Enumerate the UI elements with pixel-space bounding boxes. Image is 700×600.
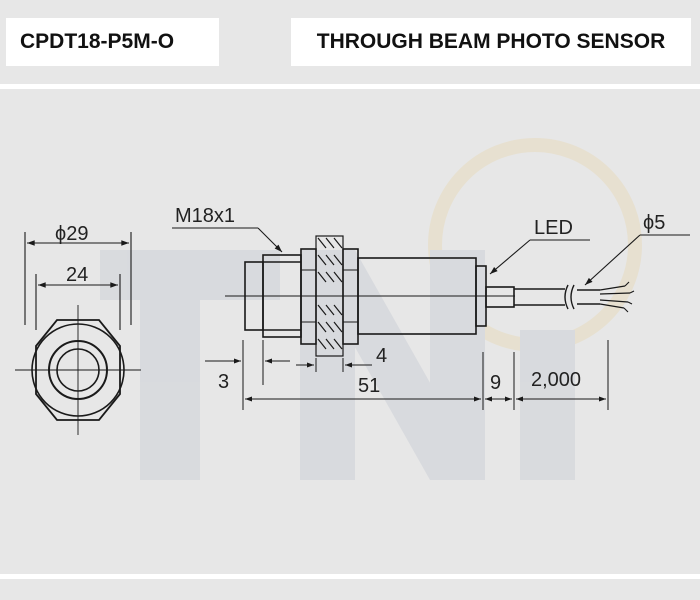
dim-3-label: 3 bbox=[218, 371, 229, 393]
title-label: THROUGH BEAM PHOTO SENSOR bbox=[291, 18, 691, 66]
cable-diameter-label: ϕ5 bbox=[643, 212, 665, 234]
top-divider bbox=[0, 84, 700, 89]
watermark bbox=[100, 138, 642, 480]
led-label: LED bbox=[534, 217, 573, 239]
model-label: CPDT18-P5M-O bbox=[6, 18, 219, 66]
thread-label: M18x1 bbox=[175, 205, 235, 227]
dim-51-label: 51 bbox=[358, 375, 380, 397]
model-text: CPDT18-P5M-O bbox=[20, 30, 175, 53]
dim-4-label: 4 bbox=[376, 345, 387, 367]
dim-9-label: 9 bbox=[490, 372, 501, 394]
front-view bbox=[15, 232, 141, 435]
bottom-divider bbox=[0, 574, 700, 579]
hex24-label: 24 bbox=[66, 264, 88, 286]
header-bar: CPDT18-P5M-O THROUGH BEAM PHOTO SENSOR bbox=[0, 0, 700, 82]
title-text: THROUGH BEAM PHOTO SENSOR bbox=[316, 30, 666, 53]
phi29-label: ϕ29 bbox=[55, 223, 88, 245]
side-view bbox=[172, 227, 690, 410]
dim-2000-label: 2,000 bbox=[531, 369, 581, 391]
